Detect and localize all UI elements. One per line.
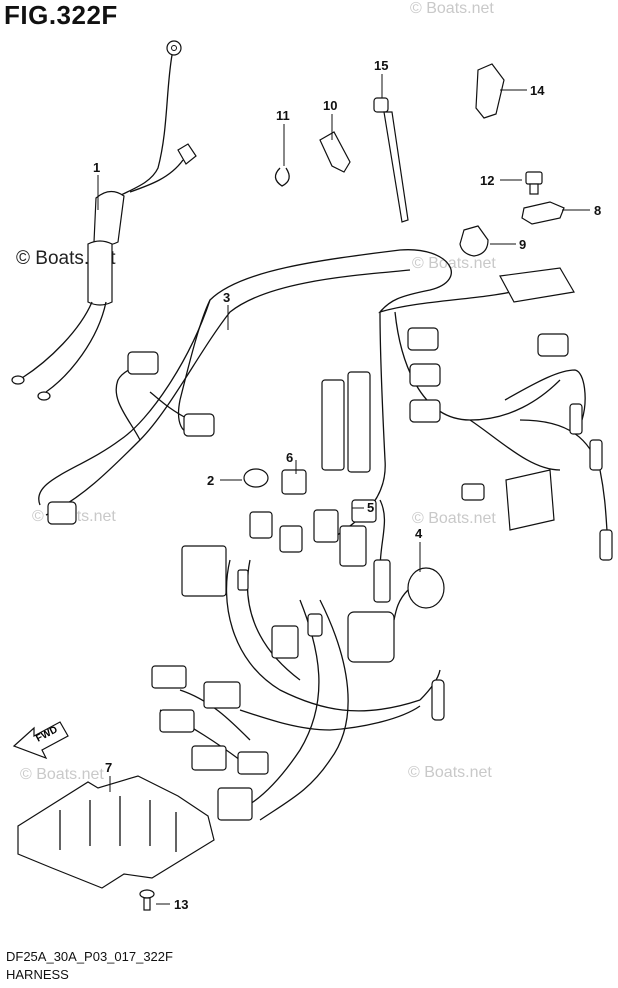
callout-8: 8 [594,203,601,218]
part-4-sensor [393,567,445,621]
figure-name: HARNESS [6,967,69,982]
harness-connectors [47,267,613,821]
callout-3: 3 [223,290,230,305]
part-15-tie [373,97,409,223]
callout-4: 4 [415,526,423,541]
callout-2: 2 [207,473,214,488]
part-8-clamp [521,201,565,225]
fwd-arrow: FWD [12,721,69,760]
part-14-clip [475,63,505,119]
watermark: © Boats.net [20,766,104,783]
callout-9: 9 [519,237,526,252]
figure-code: DF25A_30A_P03_017_322F [6,949,173,964]
watermark: © Boats.net [412,510,496,527]
callout-7: 7 [105,760,112,775]
callout-12: 12 [480,173,494,188]
part-9-clip [459,225,489,257]
part-13-screw [139,889,155,911]
watermark: © Boats.net [412,255,496,272]
figure-title: FIG.322F [4,0,118,30]
callout-14: 14 [530,83,545,98]
part-10-clip [319,131,351,173]
watermark: © Boats.net [410,0,494,17]
callout-5: 5 [367,500,374,515]
callout-13: 13 [174,897,188,912]
callout-15: 15 [374,58,388,73]
part-6-relay [281,469,307,495]
callout-6: 6 [286,450,293,465]
part-2-ring [243,468,269,488]
part-7-bracket [17,775,215,889]
callout-11: 11 [276,108,290,123]
callout-1: 1 [93,160,100,175]
part-12-bolt [525,171,543,195]
callout-leaders [97,74,590,905]
callout-numbers: 1 2 3 4 5 6 7 8 9 10 11 12 13 14 15 [93,58,601,912]
callout-10: 10 [323,98,337,113]
part-1-cable [11,40,197,401]
part-11-tie [274,167,290,187]
watermark: © Boats.net [408,764,492,781]
